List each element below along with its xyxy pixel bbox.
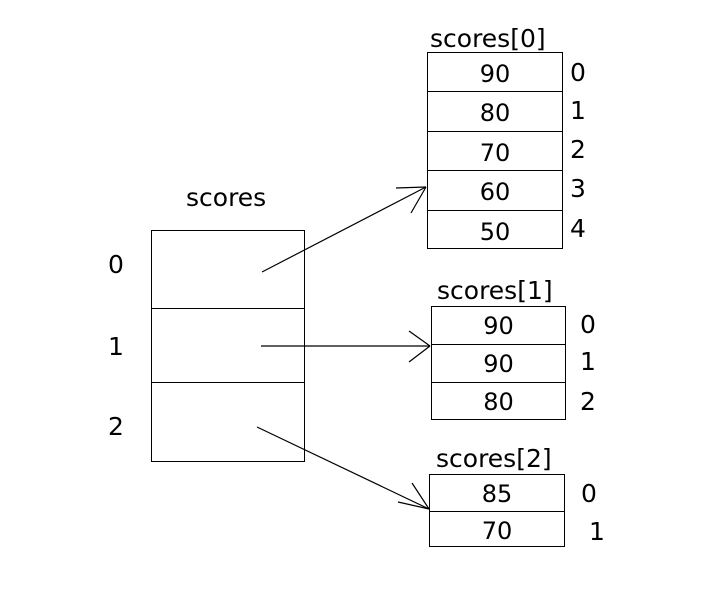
sub-array-1-cell-1: 90 (483, 350, 514, 378)
sub-array-0-cell-2: 70 (479, 139, 511, 167)
sub-array-1-title: scores[1] (437, 276, 553, 305)
sub-array-2-divider-1 (429, 511, 565, 512)
sub-array-0-index-1: 1 (570, 96, 586, 125)
sub-array-1-cell-0: 90 (483, 312, 514, 340)
sub-array-1-cell-2: 80 (483, 388, 514, 416)
sub-array-0-cell-3: 60 (479, 178, 511, 206)
sub-array-0-index-4: 4 (570, 214, 586, 243)
main-array-title: scores (186, 183, 267, 212)
sub-array-1-index-0: 0 (580, 310, 596, 339)
sub-array-0-divider-2 (427, 131, 563, 132)
sub-array-0-cell-0: 90 (479, 60, 511, 88)
sub-array-2-box (429, 474, 565, 547)
sub-array-1-box (431, 306, 566, 420)
sub-array-1-index-1: 1 (580, 347, 596, 376)
sub-array-1-divider-1 (431, 344, 566, 345)
sub-array-0-divider-3 (427, 170, 563, 171)
main-array-box (151, 230, 305, 462)
sub-array-1-divider-2 (431, 382, 566, 383)
sub-array-2-cell-1: 70 (481, 517, 513, 545)
sub-array-2-title: scores[2] (436, 444, 552, 473)
sub-array-2-index-1: 1 (589, 517, 605, 546)
sub-array-0-divider-1 (427, 91, 563, 92)
sub-array-0-title: scores[0] (430, 24, 546, 53)
main-array-index-2: 2 (108, 412, 124, 441)
sub-array-0-index-0: 0 (570, 58, 586, 87)
main-array-index-0: 0 (108, 250, 124, 279)
sub-array-2-cell-0: 85 (481, 480, 513, 508)
sub-array-0-box (427, 52, 563, 249)
sub-array-0-cell-4: 50 (479, 218, 511, 246)
sub-array-0-index-3: 3 (570, 174, 586, 203)
sub-array-0-cell-1: 80 (479, 99, 511, 127)
sub-array-0-divider-4 (427, 210, 563, 211)
sub-array-1-index-2: 2 (580, 387, 596, 416)
main-array-divider-1 (151, 308, 305, 309)
main-array-index-1: 1 (108, 332, 124, 361)
sub-array-0-index-2: 2 (570, 135, 586, 164)
main-array-divider-2 (151, 382, 305, 383)
sub-array-2-index-0: 0 (581, 479, 597, 508)
